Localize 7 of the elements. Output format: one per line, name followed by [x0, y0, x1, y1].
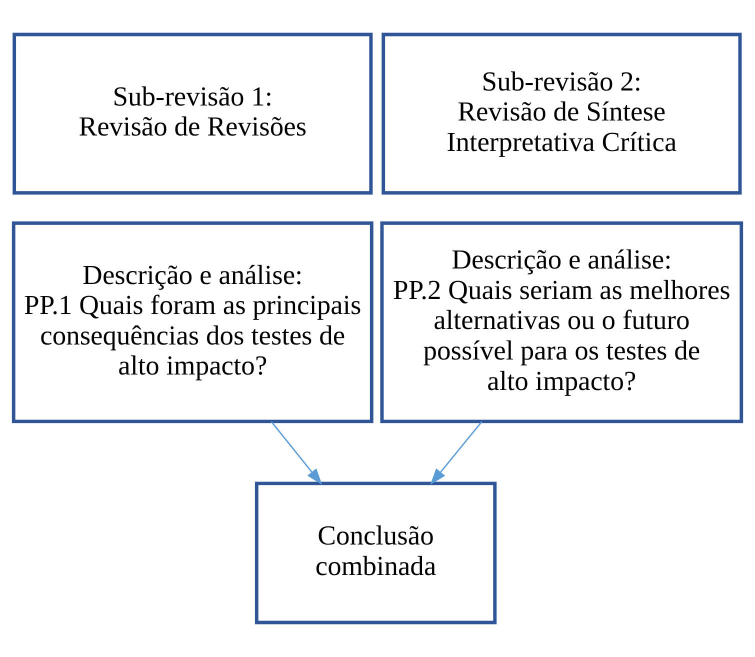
- node-box: Sub-revisão 1: Revisão de Revisões: [12, 32, 373, 195]
- node-box: Descrição e análise: PP.1 Quais foram as principais consequências dos testes de alto impacto?: [12, 221, 374, 424]
- arrow: [430, 421, 482, 485]
- node-box: Sub-revisão 2: Revisão de Síntese Interpretativa Crítica: [382, 32, 742, 195]
- arrow: [270, 421, 322, 485]
- node-box: Descrição e análise: PP.2 Quais seriam as melhores alternativas ou o futuro possível para os testes de alto impacto?: [380, 221, 744, 424]
- node-box: Conclusão combinada: [254, 482, 497, 624]
